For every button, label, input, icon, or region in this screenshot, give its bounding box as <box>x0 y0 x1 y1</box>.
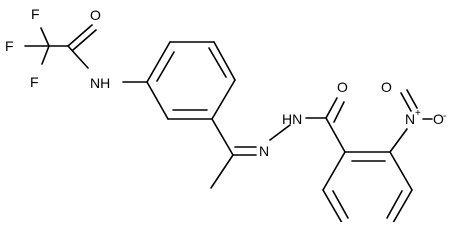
charge-n-nitro: + <box>415 108 421 119</box>
ring2-bond-2 <box>389 151 413 191</box>
atom-f-left: F <box>5 38 14 54</box>
ring1-bond-4 <box>211 79 236 120</box>
ring2-inner-2 <box>386 190 403 219</box>
atom-nh-amide: NH <box>90 75 110 91</box>
atom-hn-hydrazide: HN <box>282 111 302 127</box>
ring1-inner-2 <box>208 47 227 78</box>
bond-c-f-top <box>40 27 50 47</box>
ring1-inner-1 <box>156 51 175 82</box>
ring2-inner-3 <box>332 190 349 219</box>
atom-o-amide: O <box>90 7 101 23</box>
bond-c-f-bottom <box>41 45 50 65</box>
atom-o-nitro-top: O <box>381 79 392 95</box>
bond-n-n <box>269 124 291 141</box>
bond-hydrazide-co-1 <box>325 97 338 119</box>
ring2-bond-3 <box>392 189 413 222</box>
molecule-structure: F F F O NH O HN N N + O O - <box>5 6 446 222</box>
bond-methyl <box>210 154 234 189</box>
ring1-bond-6 <box>146 81 169 120</box>
atom-f-bottom: F <box>30 74 39 90</box>
ring1-bond-1 <box>146 41 171 83</box>
bond-amide-cn <box>67 45 89 69</box>
atom-o-nitro-right: O <box>433 111 444 127</box>
bond-nitro-o-top-2 <box>406 89 418 109</box>
ring1-bond-3 <box>213 41 236 81</box>
bond-ring-nitro <box>389 128 408 153</box>
atom-f-top: F <box>31 6 40 22</box>
ring2-bond-4 <box>322 151 346 191</box>
bond-lines <box>24 24 433 222</box>
bond-amide-co-2 <box>72 29 97 51</box>
bond-hydrazide-co-2 <box>333 101 345 123</box>
bond-nitro-o-top-1 <box>400 92 412 112</box>
bond-ring-imine-c <box>211 118 234 156</box>
bond-amide-co-1 <box>67 24 93 47</box>
bond-carbonyl-ring2 <box>325 117 346 153</box>
atom-o-hydrazide: O <box>337 79 348 95</box>
atom-n-nitro: N <box>405 111 415 127</box>
atom-labels: F F F O NH O HN N N + O O - <box>5 6 446 159</box>
charge-o-nitro: - <box>443 111 446 122</box>
ring2-bond-5 <box>322 189 343 222</box>
atom-n-imine: N <box>259 143 269 159</box>
